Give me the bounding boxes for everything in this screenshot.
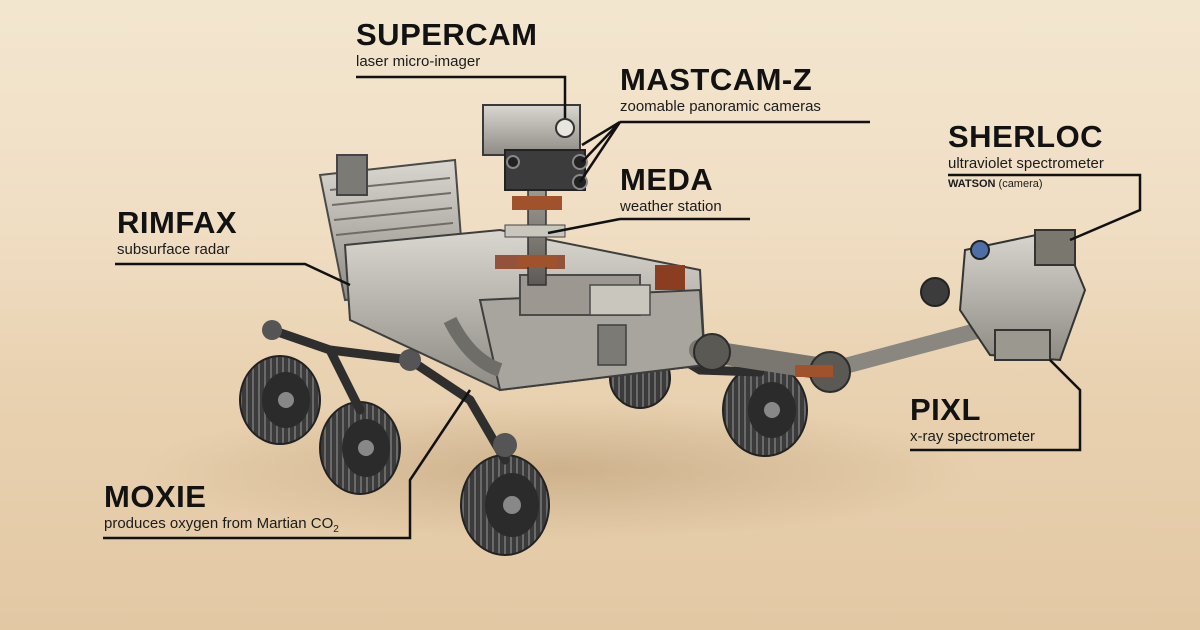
watson-desc: (camera) bbox=[995, 178, 1043, 190]
moxie-subtitle: produces oxygen from Martian CO2 bbox=[104, 514, 339, 539]
label-sherloc: SHERLOC ultraviolet spectrometer WATSON … bbox=[948, 120, 1104, 191]
watson-name: WATSON bbox=[948, 178, 996, 190]
label-meda: MEDA weather station bbox=[620, 163, 722, 216]
supercam-subtitle: laser micro-imager bbox=[356, 53, 481, 70]
wheel-rear-left bbox=[239, 355, 321, 445]
wheel-mid-left bbox=[319, 401, 401, 495]
label-moxie: MOXIE produces oxygen from Martian CO2 bbox=[104, 480, 339, 539]
supercam-title: SUPERCAM bbox=[356, 17, 538, 52]
leader-lines bbox=[103, 75, 1142, 540]
moxie-title: MOXIE bbox=[104, 479, 207, 514]
label-mastcam: MASTCAM-Z zoomable panoramic cameras bbox=[620, 63, 821, 116]
rimfax-subtitle: subsurface radar bbox=[117, 241, 230, 258]
wheel-front-right bbox=[722, 363, 808, 457]
robotic-arm bbox=[689, 322, 988, 393]
sherloc-subtitle: ultraviolet spectrometer bbox=[948, 155, 1104, 172]
meda-title: MEDA bbox=[620, 162, 714, 197]
label-supercam: SUPERCAM laser micro-imager bbox=[356, 18, 537, 71]
rover-body bbox=[343, 228, 707, 392]
moxie-subtitle-text: produces oxygen from Martian CO bbox=[104, 515, 334, 532]
moxie-unit bbox=[443, 316, 503, 377]
meda-subtitle: weather station bbox=[620, 198, 722, 215]
mastcam-subtitle: zoomable panoramic cameras bbox=[620, 98, 821, 115]
label-pixl: PIXL x-ray spectrometer bbox=[910, 393, 1035, 446]
remote-sensing-mast bbox=[504, 189, 566, 286]
label-rimfax: RIMFAX subsurface radar bbox=[117, 206, 237, 259]
rimfax-title: RIMFAX bbox=[117, 205, 238, 240]
wheel-front-left bbox=[460, 454, 550, 556]
sherloc-title: SHERLOC bbox=[948, 119, 1104, 154]
sherloc-watson: WATSON (camera) bbox=[948, 177, 1104, 191]
moxie-subtitle-sub: 2 bbox=[333, 524, 339, 535]
mast-head bbox=[482, 104, 588, 191]
pixl-title: PIXL bbox=[910, 392, 981, 427]
mastcam-title: MASTCAM-Z bbox=[620, 62, 813, 97]
pixl-subtitle: x-ray spectrometer bbox=[910, 428, 1036, 445]
arm-turret bbox=[920, 228, 1087, 362]
